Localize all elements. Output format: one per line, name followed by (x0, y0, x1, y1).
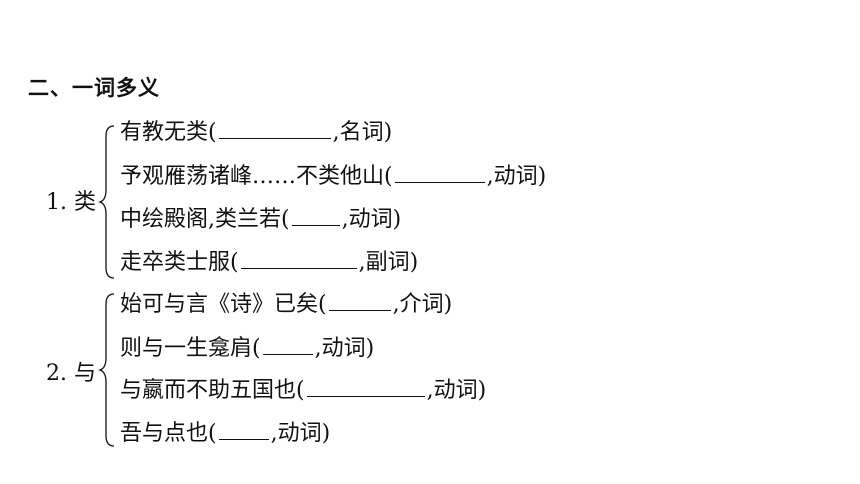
item-text: 始可与言《诗》已矣( (120, 292, 327, 317)
item-line: 有教无类( ,名词) (120, 118, 392, 148)
item-pos: ,动词) (270, 421, 331, 446)
brace-icon (98, 293, 115, 447)
item-pos: ,名词) (332, 120, 393, 145)
answer-blank[interactable] (306, 376, 425, 397)
item-pos: ,动词) (314, 336, 375, 361)
item-pos: ,动词) (426, 378, 487, 403)
item-text: 有教无类( (120, 120, 217, 145)
item-text: 则与一生龛肩( (120, 336, 261, 361)
group-label: 1. 类 (46, 190, 96, 215)
item-line: 走卒类士服( ,副词) (120, 248, 418, 278)
item-line: 始可与言《诗》已矣( ,介词) (120, 290, 452, 320)
item-text: 吾与点也( (120, 421, 217, 446)
answer-blank[interactable] (262, 334, 313, 355)
item-pos: ,动词) (486, 164, 547, 189)
item-text: 走卒类士服( (120, 250, 239, 275)
item-line: 中绘殿阁,类兰若( ,动词) (120, 205, 401, 235)
item-pos: ,副词) (358, 250, 419, 275)
answer-blank[interactable] (394, 162, 485, 183)
item-line: 吾与点也( ,动词) (120, 419, 330, 449)
answer-blank[interactable] (291, 205, 340, 226)
item-line: 与嬴而不助五国也( ,动词) (120, 376, 486, 406)
item-text: 予观雁荡诸峰……不类他山( (120, 164, 393, 189)
group-label: 2. 与 (46, 361, 96, 386)
answer-blank[interactable] (328, 290, 391, 311)
item-line: 则与一生龛肩( ,动词) (120, 334, 374, 364)
answer-blank[interactable] (218, 118, 331, 139)
item-line: 予观雁荡诸峰……不类他山( ,动词) (120, 162, 546, 192)
item-text: 与嬴而不助五国也( (120, 378, 305, 403)
item-text: 中绘殿阁,类兰若( (120, 207, 290, 232)
item-pos: ,动词) (341, 207, 402, 232)
answer-blank[interactable] (218, 419, 269, 440)
answer-blank[interactable] (240, 248, 357, 269)
item-pos: ,介词) (392, 292, 453, 317)
brace-icon (98, 125, 115, 279)
section-title: 二、一词多义 (28, 76, 160, 100)
